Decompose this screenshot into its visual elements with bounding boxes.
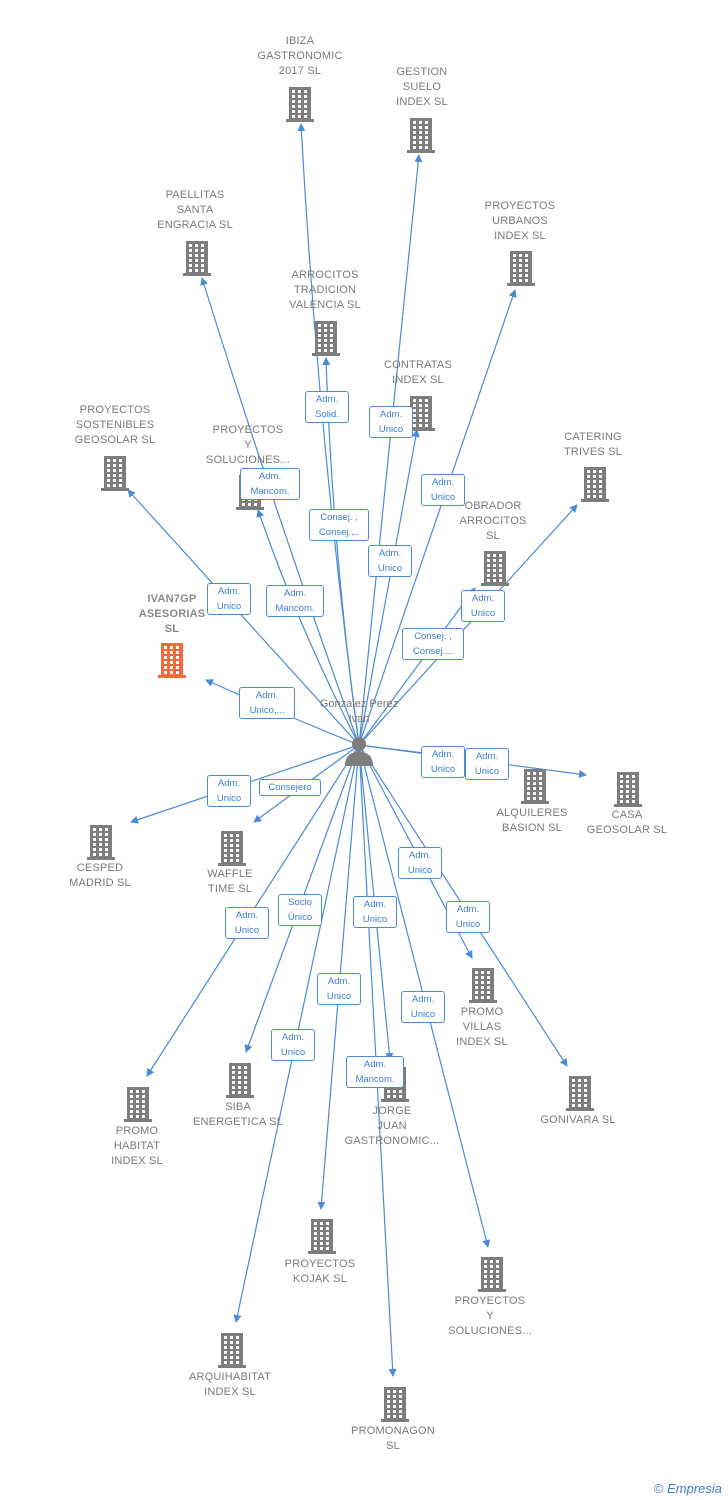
role-label-n9: Adm. Unico	[461, 590, 505, 622]
company-label-n24[interactable]: PROMONAGON SL	[351, 1425, 435, 1452]
role-label-n11: Adm. Unico,...	[239, 687, 295, 719]
company-label-n3[interactable]: PAELLITAS SANTA ENGRACIA SL	[157, 189, 233, 231]
role-label-n23: Adm. Unico	[271, 1029, 315, 1061]
role-label-n20: Adm. Unico	[353, 896, 397, 928]
person-icon	[345, 752, 373, 766]
role-label-n22: Adm. Unico	[401, 991, 445, 1023]
edge-n1	[297, 123, 360, 746]
company-label-n10[interactable]: OBRADOR ARROCITOS SL	[459, 500, 527, 542]
building-icon[interactable]	[224, 1062, 256, 1098]
role-label-n3: Adm. Mancom.	[266, 585, 324, 617]
role-label-n14: Adm. Unico	[207, 775, 251, 807]
company-label-n13[interactable]: CASA GEOSOLAR SL	[586, 809, 668, 836]
edge-n3	[200, 277, 360, 746]
building-icon[interactable]	[467, 967, 499, 1003]
building-icon[interactable]	[310, 320, 342, 356]
person-node[interactable]	[345, 737, 373, 766]
edge-n2	[358, 154, 423, 746]
role-label-n13: Adm. Unico	[465, 748, 509, 780]
building-icon[interactable]	[505, 250, 537, 286]
edge-n7	[127, 489, 360, 746]
building-icon[interactable]	[379, 1386, 411, 1422]
role-label-n5: Adm. Solid.	[305, 391, 349, 423]
company-label-n16[interactable]: PROMO VILLAS INDEX SL	[456, 1006, 508, 1048]
role-label-n6: Adm. Unico	[369, 406, 413, 438]
building-icon[interactable]	[479, 550, 511, 586]
building-icon[interactable]	[216, 1332, 248, 1368]
building-icon[interactable]	[85, 824, 117, 860]
edge-n4	[358, 289, 517, 746]
building-icon[interactable]	[181, 240, 213, 276]
building-icon[interactable]	[306, 1218, 338, 1254]
role-label-n2: Adm. Unico	[368, 545, 412, 577]
building-icon[interactable]	[564, 1075, 596, 1111]
company-label-n6[interactable]: CONTRATAS INDEX SL	[383, 359, 452, 386]
company-label-n15[interactable]: WAFFLE TIME SL	[207, 868, 253, 895]
company-label-n18[interactable]: PROMO HABITAT INDEX SL	[111, 1125, 163, 1167]
role-label-n4: Adm. Unico	[421, 474, 465, 506]
building-icon[interactable]	[99, 455, 131, 491]
building-icon[interactable]	[579, 466, 611, 502]
company-label-n19[interactable]: SIBA ENERGETICA SL	[192, 1101, 283, 1128]
building-icon[interactable]	[519, 768, 551, 804]
company-label-n2[interactable]: GESTION SUELO INDEX SL	[396, 66, 448, 108]
building-icon[interactable]	[476, 1256, 508, 1292]
company-label-n20[interactable]: JORGE JUAN GASTRONOMIC...	[344, 1105, 440, 1147]
role-label-n24: Adm. Mancom.	[346, 1056, 404, 1088]
role-label-n12: Adm. Unico	[421, 746, 465, 778]
building-icon[interactable]	[216, 830, 248, 866]
company-label-n17[interactable]: GONIVARA SL	[540, 1114, 616, 1126]
building-icon[interactable]	[612, 771, 644, 807]
company-label-n11[interactable]: IVAN7GP ASESORIAS SL	[138, 593, 206, 635]
building-icon[interactable]	[156, 642, 188, 678]
role-label-n15: Consejero	[259, 779, 321, 796]
building-icon[interactable]	[284, 86, 316, 122]
company-label-n21[interactable]: PROYECTOS KOJAK SL	[284, 1258, 356, 1285]
brand-name: Empresia	[667, 1481, 722, 1496]
company-label-n7[interactable]: PROYECTOS SOSTENIBLES GEOSOLAR SL	[74, 404, 156, 446]
role-label-n7: Adm. Unico	[207, 583, 251, 615]
building-icon[interactable]	[405, 395, 437, 431]
company-label-n14[interactable]: CESPED MADRID SL	[69, 862, 131, 889]
role-label-n18: Adm. Unico	[225, 907, 269, 939]
company-label-n4[interactable]: PROYECTOS URBANOS INDEX SL	[484, 200, 556, 242]
edge-n9	[358, 504, 578, 746]
role-label-n8: Adm. Mancom.	[240, 468, 300, 500]
role-label-n10: Consej. , Consej....	[402, 628, 464, 660]
role-label-n1: Consej. , Consej....	[309, 509, 369, 541]
company-label-n5[interactable]: ARROCITOS TRADICION VALENCIA SL	[289, 269, 361, 311]
building-icon[interactable]	[122, 1086, 154, 1122]
copyright-icon: ©	[653, 1481, 664, 1496]
brand-logo: © Empresia	[654, 1481, 722, 1496]
person-icon-head	[352, 737, 366, 751]
company-label-n1[interactable]: IBIZA GASTRONOMIC 2017 SL	[257, 35, 343, 77]
company-label-n12[interactable]: ALQUILERES BASION SL	[496, 807, 568, 834]
person-name[interactable]: Gonzalez Perez Ivan	[319, 698, 399, 725]
edge-n6	[358, 429, 420, 746]
company-label-n8[interactable]: PROYECTOS Y SOLUCIONES...	[206, 424, 290, 466]
company-label-n23[interactable]: ARQUIHABITAT INDEX SL	[188, 1371, 272, 1398]
role-label-n16: Adm. Unico	[398, 847, 442, 879]
role-label-n19: Socio Único	[278, 894, 322, 926]
role-label-n17: Adm. Unico	[446, 901, 490, 933]
company-label-n9[interactable]: CATERING TRIVES SL	[563, 431, 623, 458]
company-label-n22[interactable]: PROYECTOS Y SOLUCIONES...	[448, 1295, 532, 1337]
role-label-n21: Adm. Unico	[317, 973, 361, 1005]
building-icon[interactable]	[405, 117, 437, 153]
edge-n8	[256, 509, 360, 746]
